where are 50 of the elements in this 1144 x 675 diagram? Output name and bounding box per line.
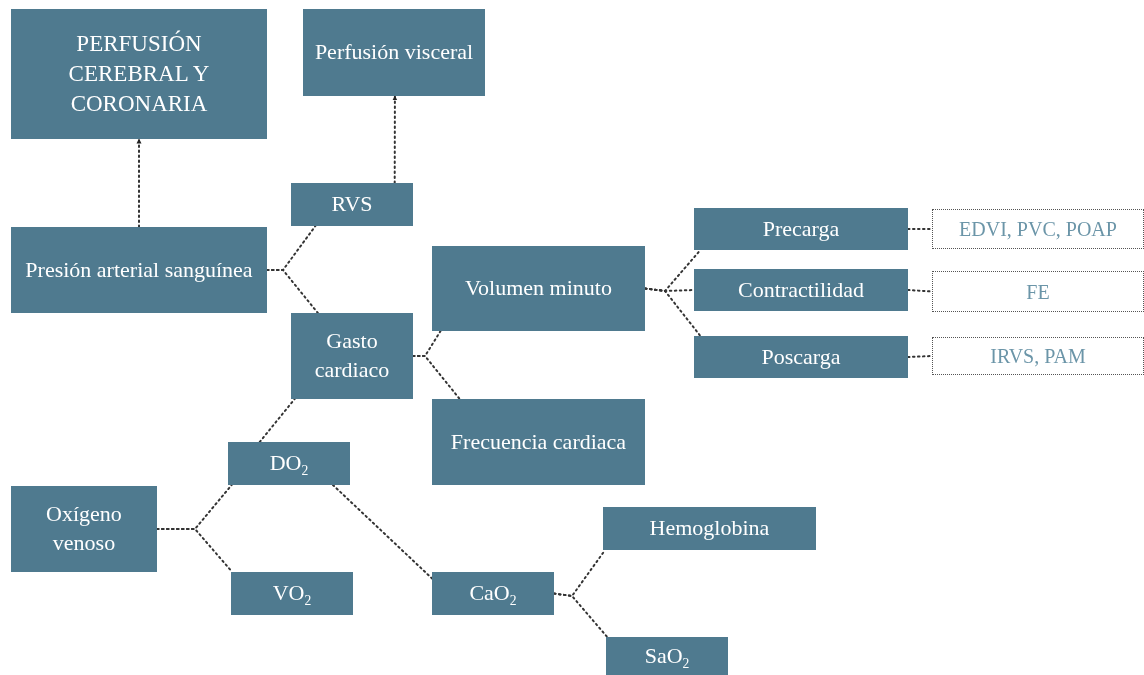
- dotted-connector: [907, 228, 933, 230]
- box-label: Contractilidad: [738, 275, 864, 304]
- box-label: DO$_{2}$: [269, 449, 309, 478]
- concept-box: [303, 9, 485, 96]
- dotted-connector: [258, 398, 296, 443]
- box-label: Perfusión visceral: [314, 38, 474, 67]
- measure-box: [932, 337, 1144, 375]
- dotted-connector: [907, 355, 933, 358]
- dotted-arrow: [136, 138, 142, 228]
- concept-box: [291, 313, 413, 399]
- box-label: PERFUSIÓN CEREBRAL Y CORONARIA: [67, 29, 211, 118]
- box-label: FE: [1026, 279, 1050, 305]
- concept-box: [694, 336, 908, 378]
- dotted-connector: [907, 289, 933, 293]
- dotted-connector: [644, 287, 702, 337]
- box-label: Poscarga: [761, 342, 841, 371]
- concept-box: [11, 227, 267, 313]
- concept-box: [432, 399, 645, 485]
- dotted-connector: [553, 592, 609, 638]
- concept-box: [432, 572, 554, 615]
- concept-box: [11, 9, 267, 139]
- concept-box: [231, 572, 353, 615]
- concept-box: [432, 246, 645, 331]
- box-label: Precarga: [762, 214, 840, 243]
- dotted-connector: [156, 528, 234, 573]
- box-label: Gasto cardiaco: [313, 327, 391, 384]
- box-label: RVS: [331, 190, 373, 219]
- measure-box: [932, 209, 1144, 249]
- dotted-connector: [266, 269, 319, 314]
- concept-box: [694, 208, 908, 250]
- box-label: CaO$_{2}$: [469, 579, 517, 608]
- concept-box: [11, 486, 157, 572]
- measure-box: [932, 271, 1144, 312]
- box-label: EDVI, PVC, POAP: [959, 217, 1117, 242]
- box-label: Volumen minuto: [465, 274, 612, 303]
- box-label: Oxígeno venoso: [45, 500, 123, 557]
- box-label: SaO$_{2}$: [644, 641, 690, 671]
- box-label: Presión arterial sanguínea: [25, 255, 253, 284]
- dotted-connector: [331, 484, 433, 580]
- box-label: IRVS, PAM: [990, 344, 1086, 369]
- concept-box: [606, 637, 728, 675]
- box-label: Frecuencia cardiaca: [450, 427, 627, 456]
- dotted-connector: [412, 355, 461, 400]
- concept-box: [291, 183, 413, 226]
- concept-box: [228, 442, 350, 485]
- dotted-arrow: [392, 95, 398, 184]
- concept-box: [603, 507, 816, 550]
- concept-box: [694, 269, 908, 311]
- box-label: Hemoglobina: [649, 514, 770, 543]
- box-label: VO$_{2}$: [272, 579, 312, 608]
